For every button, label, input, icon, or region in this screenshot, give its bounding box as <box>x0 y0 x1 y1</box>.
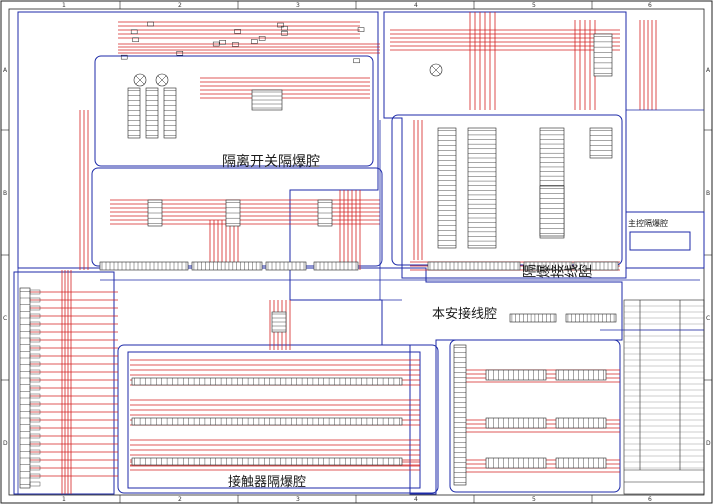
grid-col-6-bottom: 6 <box>648 496 652 503</box>
grid-row-d-left: D <box>3 440 8 447</box>
grid-col-2-top: 2 <box>178 2 182 9</box>
grid-col-1-top: 1 <box>62 2 66 9</box>
grid-col-5-bottom: 5 <box>532 496 536 503</box>
explosion-terminal-compartment-outline <box>383 11 627 279</box>
main-control-compartment-outline <box>625 211 705 269</box>
main-control-compartment-label: 主控隔爆腔 <box>628 218 668 228</box>
grid-col-4-top: 4 <box>414 2 418 9</box>
right-lower-panel <box>449 339 621 493</box>
grid-row-a-right: A <box>706 67 711 74</box>
grid-col-4-bottom: 4 <box>414 496 418 503</box>
isolation-switch-inner-panel <box>94 55 374 167</box>
grid-col-2-bottom: 2 <box>178 496 182 503</box>
title-block-rows <box>624 305 704 469</box>
grid-row-labels-left: A B C D <box>3 67 8 447</box>
grid-row-a-left: A <box>3 67 8 74</box>
explosion-terminal-compartment-label: 隔爆接线腔 <box>522 264 593 280</box>
grid-col-5-top: 5 <box>532 2 536 9</box>
left-terminal-frame <box>13 271 115 495</box>
component-blocks <box>19 21 619 489</box>
main-control-inner-panel <box>629 231 691 251</box>
isolation-switch-compartment-outline <box>17 11 379 269</box>
grid-col-3-top: 3 <box>296 2 300 9</box>
intrinsic-terminal-compartment-label: 本安接线腔 <box>432 306 497 322</box>
explosion-terminal-inner-panel <box>391 114 623 266</box>
grid-row-c-right: C <box>706 315 710 322</box>
grid-row-b-left: B <box>3 190 7 197</box>
grid-column-labels-top: 1 2 3 4 5 6 <box>62 2 652 9</box>
grid-col-3-bottom: 3 <box>296 496 300 503</box>
grid-row-labels-right: A B C D <box>706 67 711 447</box>
title-block <box>623 299 705 495</box>
isolation-switch-compartment-label: 隔离开关隔爆腔 <box>222 153 320 170</box>
contactor-compartment-label: 接触器隔爆腔 <box>228 474 306 490</box>
grid-column-labels-bottom: 1 2 3 4 5 6 <box>62 496 652 503</box>
grid-row-d-right: D <box>706 440 711 447</box>
grid-row-b-right: B <box>706 190 710 197</box>
grid-col-6-top: 6 <box>648 2 652 9</box>
grid-col-1-bottom: 1 <box>62 496 66 503</box>
grid-row-c-left: C <box>3 315 7 322</box>
